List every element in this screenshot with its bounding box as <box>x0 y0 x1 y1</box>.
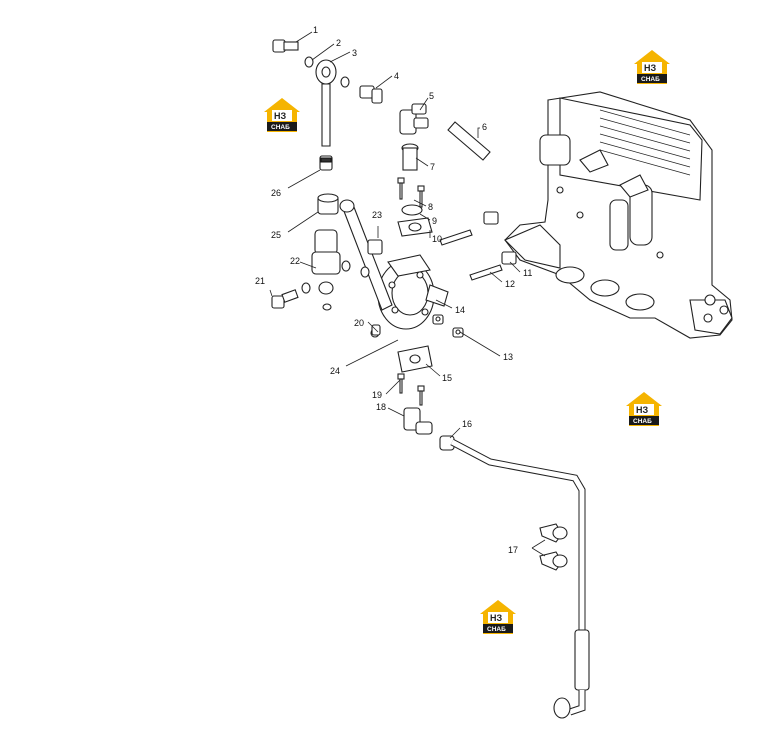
part-18-elbow <box>403 407 433 435</box>
logo-3-brand: НЗ <box>636 405 648 415</box>
watermark-logo-1: НЗ СНАБ <box>634 50 670 84</box>
callout-5: 5 <box>429 91 434 101</box>
part-8-screws <box>397 177 425 208</box>
callout-23: 23 <box>372 210 382 220</box>
leader-lines <box>269 31 546 557</box>
callout-labels: 1 2 3 4 5 6 7 8 9 10 11 12 13 14 15 16 1… <box>255 25 532 555</box>
callout-25: 25 <box>271 230 281 240</box>
part-4-adapter <box>359 85 383 104</box>
logo-2-brand: НЗ <box>274 111 286 121</box>
lever-arm <box>341 201 393 311</box>
part-12-stud <box>469 264 503 281</box>
part-4-washer <box>340 76 350 88</box>
callout-13: 13 <box>503 352 513 362</box>
logo-3-sub: СНАБ <box>633 418 652 425</box>
callout-24: 24 <box>330 366 340 376</box>
callout-6: 6 <box>482 122 487 132</box>
callout-26: 26 <box>271 188 281 198</box>
part-25-cap <box>317 193 339 215</box>
callout-4: 4 <box>394 71 399 81</box>
part-1-banjo-bolt <box>272 39 299 53</box>
part-7-fitting <box>401 143 419 171</box>
part-6-tube <box>447 121 491 161</box>
part-11-bushing-lower <box>501 251 517 265</box>
lever-end <box>339 199 355 213</box>
part-5-valve <box>399 103 429 135</box>
callout-9: 9 <box>432 216 437 226</box>
callout-21: 21 <box>255 276 265 286</box>
callout-18: 18 <box>376 402 386 412</box>
watermark-logo-4: НЗ СНАБ <box>480 600 516 634</box>
callout-16: 16 <box>462 419 472 429</box>
callout-12: 12 <box>505 279 515 289</box>
callout-20: 20 <box>354 318 364 328</box>
callout-10: 10 <box>432 234 442 244</box>
logo-2-sub: СНАБ <box>271 124 290 131</box>
callout-14: 14 <box>455 305 465 315</box>
watermark-logo-2: НЗ СНАБ <box>264 98 300 132</box>
callout-15: 15 <box>442 373 452 383</box>
callout-3: 3 <box>352 48 357 58</box>
part-13-nuts <box>432 314 464 338</box>
part-17-clamps <box>539 523 568 571</box>
callout-19: 19 <box>372 390 382 400</box>
part-23-adapter <box>360 239 383 278</box>
part-19-screws <box>397 373 425 406</box>
part-9-oring <box>401 204 423 216</box>
part-26-nut <box>319 155 333 171</box>
part-10-stud <box>439 229 473 246</box>
callout-7: 7 <box>430 162 435 172</box>
callout-2: 2 <box>336 38 341 48</box>
watermark-logo-3: НЗ СНАБ <box>626 392 662 426</box>
callout-8: 8 <box>428 202 433 212</box>
part-22-fitting <box>311 229 351 311</box>
part-21-bolt <box>271 282 311 309</box>
part-10-gasket <box>397 217 433 237</box>
logo-1-sub: СНАБ <box>641 76 660 83</box>
callout-22: 22 <box>290 256 300 266</box>
callout-1: 1 <box>313 25 318 35</box>
engine-block <box>504 91 733 339</box>
callout-11: 11 <box>523 268 532 278</box>
logo-4-brand: НЗ <box>490 613 502 623</box>
part-11-bushing-upper <box>483 211 499 225</box>
part-16-pipe <box>439 435 590 719</box>
part-3-banjo-fitting <box>315 59 337 147</box>
part-15-gasket <box>397 345 433 373</box>
part-14-pump-body <box>377 254 449 330</box>
part-2-washer <box>304 56 314 68</box>
logo-1-brand: НЗ <box>644 63 656 73</box>
callout-17: 17 <box>508 545 518 555</box>
logo-4-sub: СНАБ <box>487 626 506 633</box>
